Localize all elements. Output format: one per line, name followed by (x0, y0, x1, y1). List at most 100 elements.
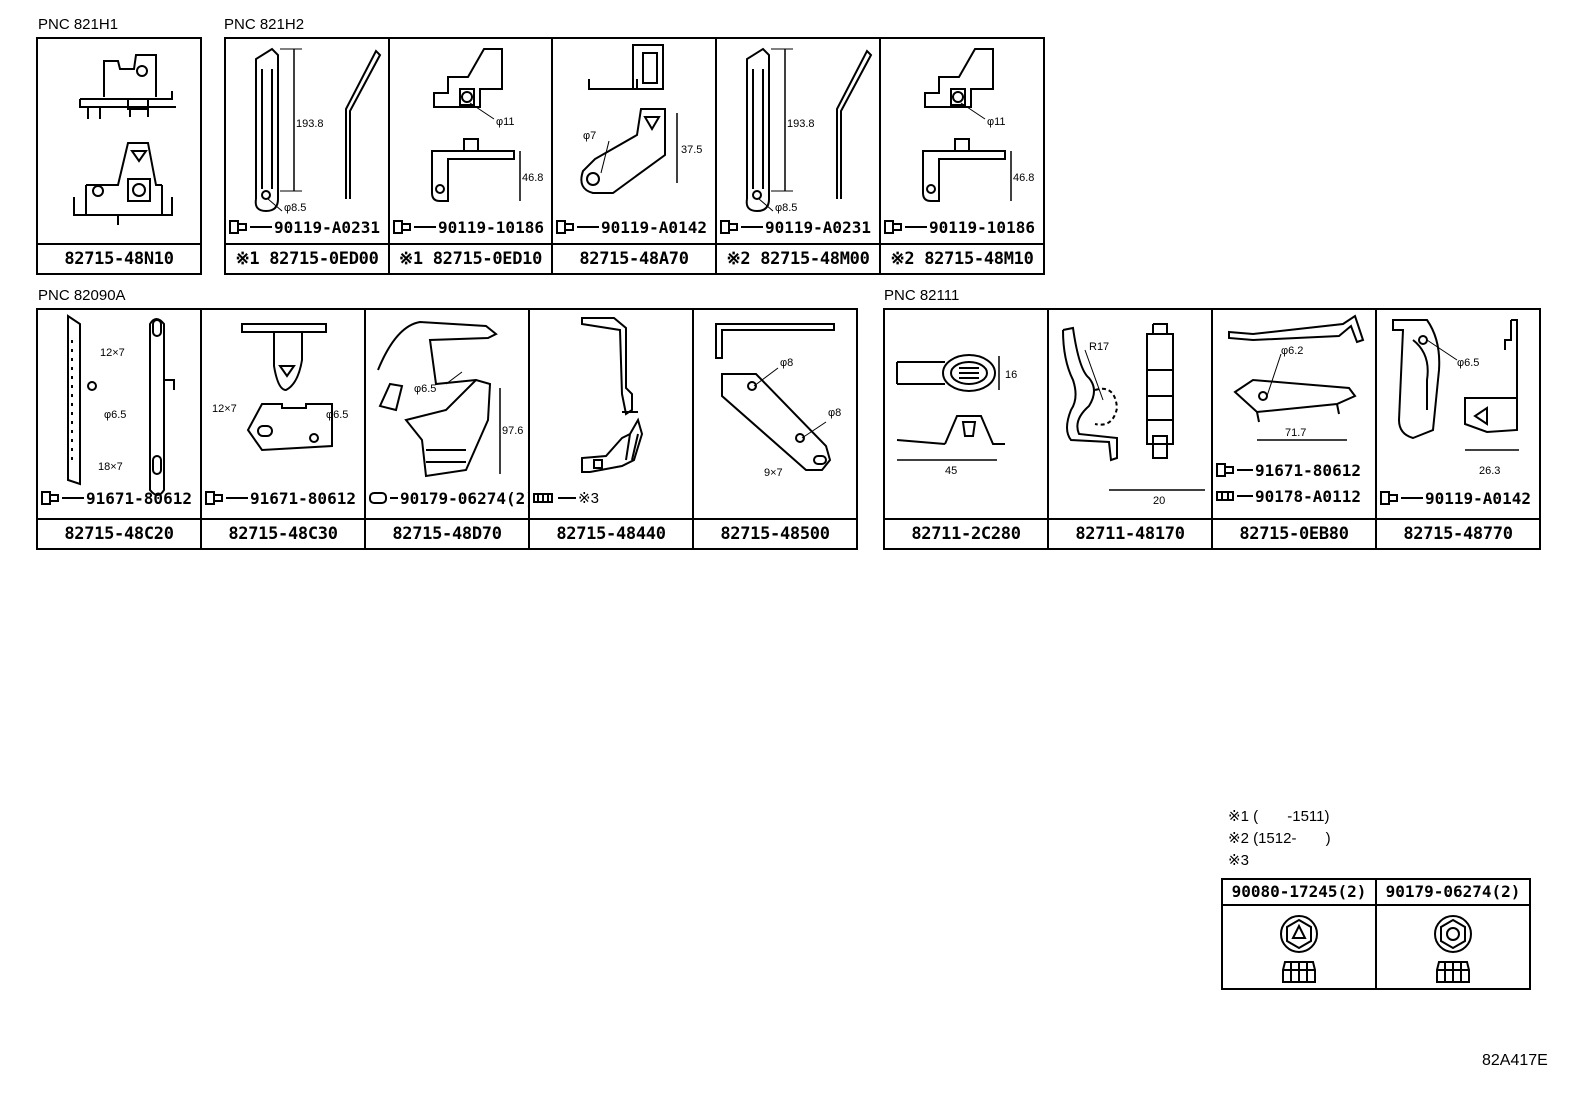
part-number: 82715-48N10 (38, 243, 200, 273)
part-cell[interactable]: 193.8 φ8.5 90119-A0231 ※2 82715-48M00 (715, 37, 881, 275)
footnote-3: ※3 (1228, 852, 1249, 869)
dimension-label: φ6.5 (104, 409, 126, 421)
part-cell[interactable]: φ6.5 26.3 90119-A0142 82715-48770 (1375, 308, 1541, 550)
bracket-drawing: φ6.2 71.7 (1228, 314, 1365, 441)
bolt-part-number: 91671-80612 (1255, 460, 1361, 480)
dimension-label: φ8 (780, 357, 793, 369)
dimension-label: 12×7 (100, 347, 125, 359)
group-pnc82090a: 12×7 φ6.5 18×7 91671-80612 82715-48C20 1… (36, 308, 858, 550)
bolt-icon (556, 220, 574, 234)
part-number: 82715-48440 (530, 518, 692, 548)
part-number: 82715-0EB80 (1213, 518, 1375, 548)
part-cell[interactable]: φ6.2 71.7 91671-80612 90178-A0112 82715-… (1211, 308, 1377, 550)
dimension-label: 193.8 (787, 118, 815, 130)
part-cell[interactable]: φ11 46.8 90119-10186 ※1 82715-0ED10 (388, 37, 553, 275)
dimension-label: 20 (1153, 495, 1165, 507)
part-number: 82715-48C30 (202, 518, 364, 548)
hardware-cell[interactable]: 90179-06274(2) (1375, 878, 1531, 990)
hardware-part-number: 90080-17245(2) (1223, 880, 1375, 906)
bracket-drawing: φ6.5 97.6 (377, 320, 523, 478)
bolt-part-number: 91671-80612 (86, 488, 192, 508)
bolt-part-number: 90119-A0142 (601, 217, 707, 237)
bracket-drawing: φ7 37.5 (580, 44, 702, 194)
part-number: 82715-48770 (1377, 518, 1539, 548)
hardware-cell[interactable]: 90080-17245(2) (1221, 878, 1377, 990)
part-cell[interactable]: 12×7 φ6.5 91671-80612 82715-48C30 (200, 308, 366, 550)
dimension-label: 46.8 (522, 172, 543, 184)
group-pnc821h2: 193.8 φ8.5 90119-A0231 ※1 82715-0ED00 φ1… (224, 37, 1045, 275)
bolt-part-number: 90178-A0112 (1255, 486, 1361, 506)
footnote-1: ※1 ( -1511) (1228, 808, 1330, 825)
clamp-drawing: 16 45 (896, 354, 1017, 477)
part-cell[interactable]: φ6.5 97.6 90179-06274(2) 82715-48D70 (364, 308, 535, 550)
bracket-drawing: 12×7 φ6.5 18×7 (67, 314, 175, 496)
bolt-callout: 91671-80612 (1215, 460, 1361, 480)
nut-icon (533, 493, 553, 503)
bolt-part-number: 90179-06274(2) (400, 488, 535, 508)
dimension-label: 193.8 (296, 118, 324, 130)
part-number: 82715-48500 (694, 518, 856, 548)
part-number: 82715-48C20 (38, 518, 200, 548)
part-cell[interactable]: ※3 82715-48440 (528, 308, 694, 550)
bolt-part-number: 90119-A0231 (765, 217, 871, 237)
dimension-label: 9×7 (764, 467, 783, 479)
part-number: ※2 82715-48M00 (717, 243, 879, 273)
nut-icon (1280, 915, 1318, 983)
dimension-label: 16 (1005, 369, 1017, 381)
part-number: 82711-2C280 (885, 518, 1047, 548)
bolt-icon (1216, 463, 1234, 477)
bolt-icon (884, 220, 902, 234)
bracket-drawing: φ11 46.8 (431, 48, 543, 202)
dimension-label: φ6.2 (1281, 345, 1303, 357)
part-number: 82715-48A70 (553, 243, 715, 273)
part-cell[interactable]: φ8 φ8 9×7 82715-48500 (692, 308, 858, 550)
bracket-drawing: φ11 46.8 (922, 48, 1034, 202)
bolt-icon (720, 220, 738, 234)
dimension-label: φ11 (987, 116, 1006, 128)
dimension-label: φ7 (583, 130, 596, 142)
hardware-table: 90080-17245(2) 90179-06274(2) (1221, 878, 1531, 990)
dimension-label: 37.5 (681, 144, 702, 156)
bolt-part-number: 90119-10186 (438, 217, 544, 237)
bolt-callout: 90119-A0142 (1379, 488, 1531, 508)
group-label-pnc82111: PNC 82111 (884, 287, 960, 304)
dimension-label: φ6.5 (414, 383, 436, 395)
dimension-label: φ8 (828, 407, 841, 419)
bolt-callout: 90119-A0231 (228, 217, 380, 237)
bracket-drawing (581, 317, 644, 473)
hardware-part-number: 90179-06274(2) (1377, 880, 1529, 906)
part-number: ※2 82715-48M10 (881, 243, 1043, 273)
dimension-label: 26.3 (1479, 465, 1500, 477)
part-cell[interactable]: R17 20 82711-48170 (1047, 308, 1213, 550)
drawing-id: 82A417E (1482, 1052, 1548, 1069)
part-cell[interactable]: 12×7 φ6.5 18×7 91671-80612 82715-48C20 (36, 308, 202, 550)
part-number: 82715-48D70 (366, 518, 528, 548)
dimension-label: 12×7 (212, 403, 237, 415)
dimension-label: φ8.5 (284, 202, 306, 214)
bolt-part-number: 90119-A0142 (1425, 488, 1531, 508)
bolt-callout: 91671-80612 (204, 488, 356, 508)
dimension-label: φ6.5 (1457, 357, 1479, 369)
part-cell[interactable]: 82715-48N10 (36, 37, 202, 275)
bolt-part-number: 90119-10186 (929, 217, 1035, 237)
nut-icon (1434, 915, 1472, 983)
bolt-callout: 90179-06274(2) (368, 488, 535, 508)
dimension-label: 71.7 (1285, 427, 1306, 439)
bolt-part-number: ※3 (578, 490, 599, 507)
part-number: 82711-48170 (1049, 518, 1211, 548)
dimension-label: 46.8 (1013, 172, 1034, 184)
part-cell[interactable]: 16 45 82711-2C280 (883, 308, 1049, 550)
part-number: ※1 82715-0ED00 (226, 243, 388, 273)
footnote-2: ※2 (1512- ) (1228, 830, 1331, 847)
part-cell[interactable]: 193.8 φ8.5 90119-A0231 ※1 82715-0ED00 (224, 37, 390, 275)
bracket-drawing: φ8 φ8 9×7 (715, 323, 841, 479)
bolt-icon (41, 491, 59, 505)
bracket-drawing: φ6.5 26.3 (1392, 319, 1519, 477)
bracket-drawing: 12×7 φ6.5 (212, 323, 348, 452)
dimension-label: φ8.5 (775, 202, 797, 214)
part-cell[interactable]: φ11 46.8 90119-10186 ※2 82715-48M10 (879, 37, 1045, 275)
bolt-icon (393, 220, 411, 234)
part-cell[interactable]: φ7 37.5 90119-A0142 82715-48A70 (551, 37, 717, 275)
nut-icon (1216, 491, 1234, 501)
dimension-label: φ11 (496, 116, 515, 128)
